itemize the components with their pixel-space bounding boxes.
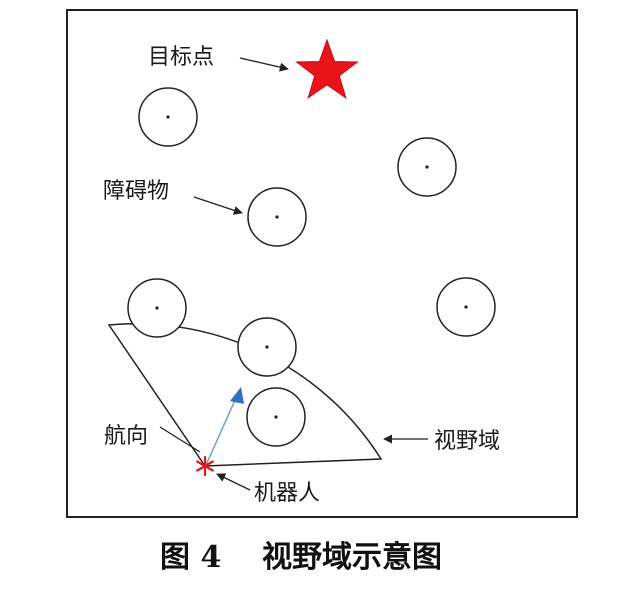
figure-title: 视野域示意图 [262, 540, 442, 575]
obstacle-circle [247, 187, 307, 247]
obstacle-center-dot [166, 115, 170, 119]
obstacle-circle [436, 277, 496, 337]
arrowhead-icon [230, 387, 244, 404]
heading-line [205, 397, 237, 466]
heading-leader-line [159, 426, 201, 453]
obstacles [127, 87, 496, 447]
obstacle-circle [397, 137, 457, 197]
diagram-frame [66, 9, 578, 518]
obstacle-label: 障碍物 [103, 179, 169, 204]
figure-number: 图 4 [160, 540, 221, 575]
target-leader-arrow [239, 57, 289, 72]
obstacle-center-dot [265, 345, 269, 349]
obstacle-center-dot [155, 306, 159, 310]
obstacle-center-dot [275, 215, 279, 219]
obstacle-circle [127, 278, 187, 338]
asterisk-icon [196, 455, 214, 477]
obstacle-circle [246, 387, 306, 447]
field-of-view-label: 视野域 [434, 429, 500, 454]
target-label: 目标点 [148, 45, 214, 70]
obstacle-center-dot [464, 305, 468, 309]
robot-leader-arrow [216, 473, 251, 491]
obstacle-center-dot [274, 415, 278, 419]
obstacle-circle [138, 87, 198, 147]
obstacle-leader-arrow [193, 196, 243, 215]
obstacle-circle [237, 317, 297, 377]
obstacle-center-dot [425, 165, 429, 169]
heading-label: 航向 [104, 424, 148, 449]
robot-label: 机器人 [254, 481, 320, 506]
star-icon [295, 38, 359, 100]
